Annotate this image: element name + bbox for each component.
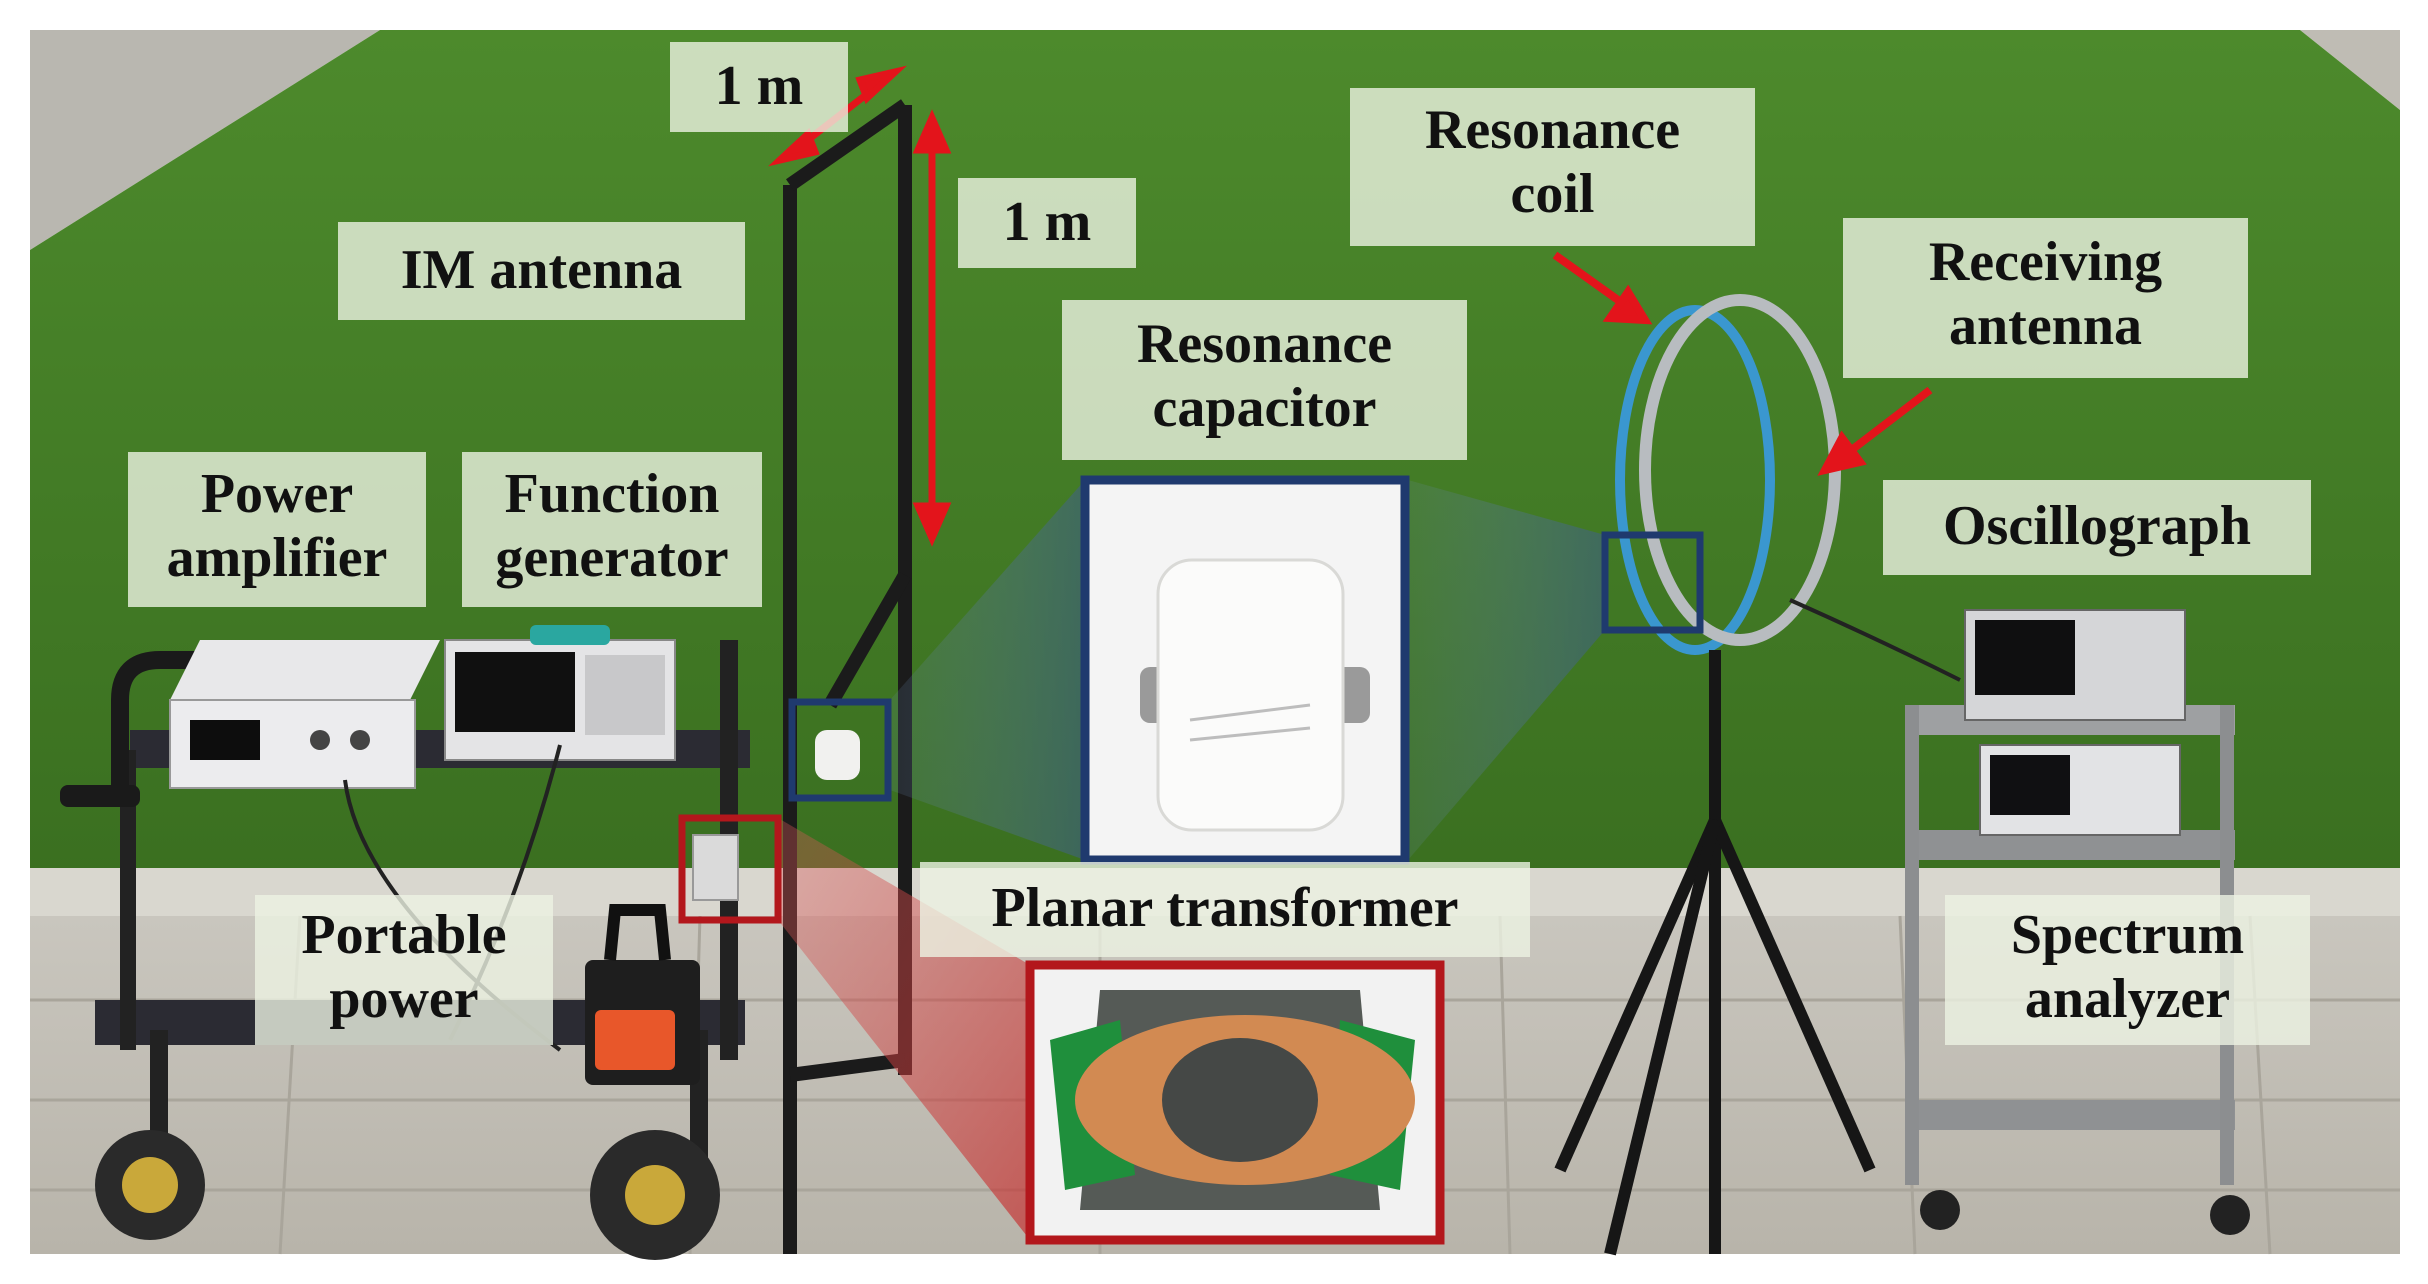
instrument-cable (1789, 598, 1961, 682)
capacitor-highlight-box (788, 698, 892, 802)
oscillograph-device (1964, 609, 2186, 721)
label-width-dimension: 1 m (670, 42, 848, 132)
spectrum-analyzer-device (1979, 744, 2181, 836)
spectrum-analyzer-text-line1: Spectrum (2010, 904, 2245, 966)
planar-transformer-text: Planar transformer (991, 877, 1459, 939)
portable-power-text-line2: power (329, 968, 479, 1030)
oscillograph-text: Oscillograph (1942, 495, 2252, 557)
resonance-coil-loop (1615, 305, 1775, 655)
function-generator-text-line2: generator (495, 527, 729, 589)
label-im-antenna: IM antenna (338, 222, 745, 320)
power-amplifier-text-line1: Power (200, 463, 354, 525)
receiving-antenna-text-line2: antenna (1949, 295, 2142, 357)
im-antenna-text: IM antenna (400, 239, 683, 301)
resonance-capacitor-text-line2: capacitor (1152, 377, 1377, 439)
capacitor-inset (1080, 475, 1410, 865)
coil-highlight-box (1601, 531, 1704, 634)
transformer-zoom-fan (778, 818, 1030, 1240)
label-planar-transformer: Planar transformer (920, 862, 1530, 957)
tripod (1554, 650, 1876, 1256)
antenna-callout-arrow (1817, 386, 1933, 476)
label-resonance-capacitor: Resonance capacitor (1062, 300, 1467, 460)
height-dimension-text: 1 m (1002, 191, 1092, 253)
resonance-capacitor-on-frame (815, 730, 860, 780)
power-amplifier-device (169, 640, 440, 789)
transformer-inset (1025, 960, 1445, 1245)
spectrum-analyzer-text-line2: analyzer (2024, 968, 2231, 1030)
planar-transformer-on-frame (692, 834, 739, 901)
label-spectrum-analyzer: Spectrum analyzer (1945, 895, 2310, 1045)
portable-power-device (585, 904, 700, 1085)
resonance-coil-text-line2: coil (1510, 163, 1595, 225)
function-generator-text-line1: Function (504, 463, 720, 525)
label-oscillograph: Oscillograph (1883, 480, 2311, 575)
label-resonance-coil: Resonance coil (1350, 88, 1755, 246)
resonance-coil-text-line1: Resonance (1424, 99, 1681, 161)
label-power-amplifier: Power amplifier (128, 452, 426, 607)
portable-power-text-line1: Portable (301, 904, 507, 966)
height-dimension-arrow (912, 109, 952, 547)
label-portable-power: Portable power (255, 895, 553, 1045)
capacitor-zoom-fan (890, 480, 1085, 860)
function-generator-device (444, 625, 676, 761)
power-amplifier-text-line2: amplifier (166, 527, 388, 589)
width-dimension-text: 1 m (714, 55, 804, 117)
label-receiving-antenna: Receiving antenna (1843, 218, 2248, 378)
label-height-dimension: 1 m (958, 178, 1136, 268)
coil-zoom-fan (1408, 480, 1605, 860)
coil-callout-arrow (1552, 251, 1653, 325)
receiving-antenna-text-line1: Receiving (1928, 231, 2163, 293)
transformer-highlight-box (678, 814, 782, 924)
resonance-capacitor-text-line1: Resonance (1136, 313, 1393, 375)
label-function-generator: Function generator (462, 452, 762, 607)
